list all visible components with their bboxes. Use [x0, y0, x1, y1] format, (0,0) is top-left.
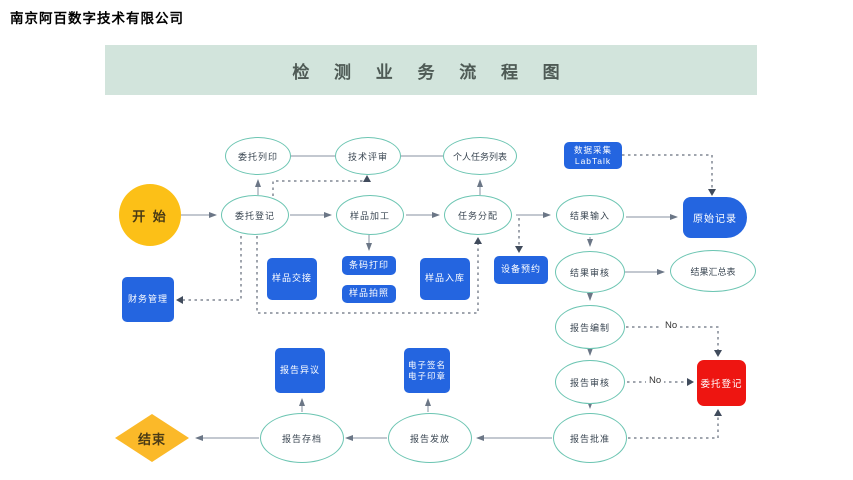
result-review-label: 结果审核: [569, 267, 610, 278]
sample-storage-label: 样品入库: [424, 273, 465, 284]
report-review-node: 报告审核: [555, 360, 625, 404]
technical-review-label: 技术评审: [347, 151, 388, 162]
report-compile-label: 报告编制: [569, 322, 610, 333]
equipment-reservation-node: 设备预约: [494, 256, 548, 284]
report-archive-label: 报告存档: [281, 433, 322, 444]
original-record-label: 原始记录: [693, 214, 737, 225]
sample-storage-node: 样品入库: [420, 258, 470, 300]
barcode-print-node: 条码打印: [342, 256, 396, 275]
result-input-label: 结果输入: [569, 210, 610, 221]
task-assign-label: 任务分配: [457, 210, 498, 221]
labtalk-label: LabTalk: [574, 155, 612, 166]
sample-photo-node: 样品拍照: [342, 285, 396, 303]
company-name: 南京阿百数字技术有限公司: [10, 11, 184, 26]
commission-print-node: 委托列印: [225, 137, 291, 175]
end-label: 结束: [137, 431, 166, 447]
no-label-report-review: No: [646, 375, 665, 387]
commission-register-redo-label: 委托登记: [700, 379, 743, 390]
personal-task-list-label: 个人任务列表: [452, 151, 507, 162]
result-review-node: 结果审核: [555, 251, 625, 293]
no-label-report-compile: No: [662, 320, 681, 332]
finance-management-label: 财务管理: [127, 293, 168, 304]
result-summary-node: 结果汇总表: [670, 250, 756, 292]
esignature-label: 电子签名: [407, 359, 446, 370]
sample-photo-label: 样品拍照: [348, 288, 389, 299]
report-review-label: 报告审核: [569, 377, 610, 388]
eseal-label: 电子印章: [407, 370, 446, 381]
result-summary-label: 结果汇总表: [690, 266, 736, 277]
task-assign-node: 任务分配: [444, 195, 512, 235]
report-compile-node: 报告编制: [555, 305, 625, 349]
finance-management-node: 财务管理: [122, 277, 174, 322]
report-issue-node: 报告发放: [388, 413, 472, 463]
report-issue-label: 报告发放: [409, 433, 450, 444]
sample-processing-node: 样品加工: [336, 195, 404, 235]
page-title: 检 测 业 务 流 程 图: [292, 62, 570, 82]
original-record-node: 原始记录: [683, 197, 747, 238]
start-label: 开 始: [132, 208, 168, 224]
report-objection-node: 报告异议: [275, 348, 325, 393]
report-archive-node: 报告存档: [260, 413, 344, 463]
commission-register-redo-node: 委托登记: [697, 360, 746, 406]
sample-handover-label: 样品交接: [271, 273, 312, 284]
result-input-node: 结果输入: [556, 195, 624, 235]
title-banner: 检 测 业 务 流 程 图: [105, 45, 757, 95]
barcode-print-label: 条码打印: [348, 259, 389, 270]
technical-review-node: 技术评审: [335, 137, 401, 175]
start-node: 开 始: [119, 184, 181, 246]
personal-task-list-node: 个人任务列表: [443, 137, 517, 175]
report-approve-node: 报告批准: [553, 413, 627, 463]
commission-register-label: 委托登记: [234, 210, 275, 221]
data-collection-labtalk-node: 数据采集 LabTalk: [564, 142, 622, 169]
esignature-eseal-node: 电子签名 电子印章: [404, 348, 450, 393]
sample-handover-node: 样品交接: [267, 258, 317, 300]
report-objection-label: 报告异议: [279, 364, 320, 375]
commission-register-node: 委托登记: [221, 195, 289, 235]
sample-processing-label: 样品加工: [349, 210, 390, 221]
commission-print-label: 委托列印: [237, 151, 278, 162]
report-approve-label: 报告批准: [569, 433, 610, 444]
equipment-reservation-label: 设备预约: [500, 264, 541, 275]
data-collection-label: 数据采集: [573, 144, 612, 155]
